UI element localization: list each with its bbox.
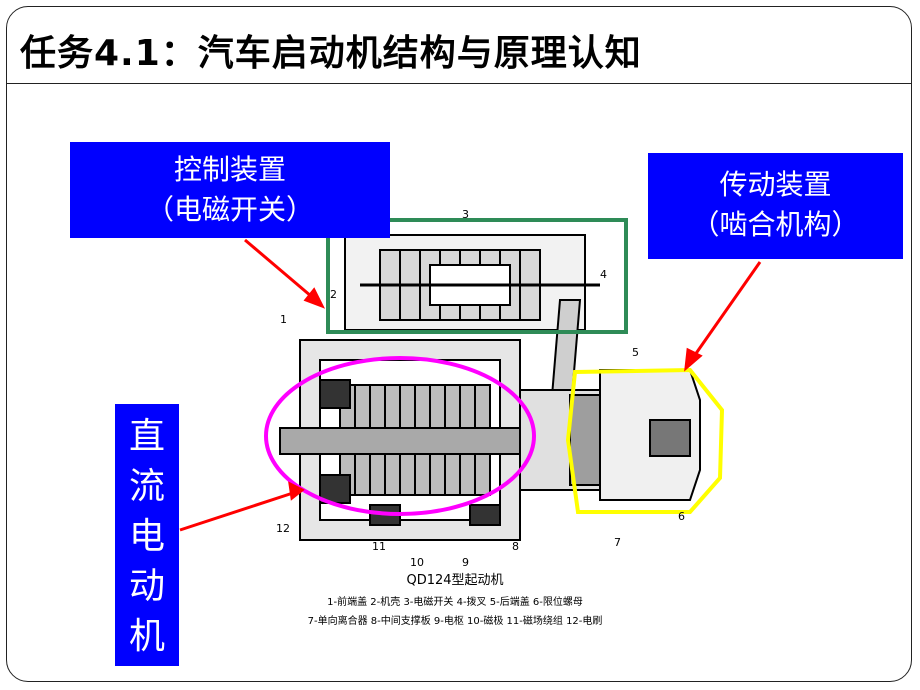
control-frame [326, 218, 628, 334]
drive-label-line2: （啮合机构） [691, 208, 860, 241]
control-label-line2: （电磁开关） [145, 193, 314, 226]
part-number: 1 [280, 313, 287, 326]
legend-line-2: 7-单向离合器 8-中间支撑板 9-电枢 10-磁极 11-磁场绕组 12-电刷 [308, 614, 603, 627]
motor-label-box: 直 流 电 动 机 [115, 404, 179, 666]
part-number: 12 [276, 522, 290, 535]
motor-ellipse [264, 356, 536, 516]
drive-outline [565, 367, 725, 514]
legend-line-1: 1-前端盖 2-机壳 3-电磁开关 4-拨叉 5-后端盖 6-限位螺母 [327, 595, 583, 608]
part-number: 5 [632, 346, 639, 359]
drive-label-box: 传动装置 （啮合机构） [648, 153, 903, 259]
motor-label-char: 动 [128, 566, 165, 607]
part-number: 6 [678, 510, 685, 523]
control-label-box: 控制装置 （电磁开关） [70, 142, 390, 238]
part-number: 3 [462, 208, 469, 221]
motor-label-char: 流 [128, 466, 165, 507]
part-number: 4 [600, 268, 607, 281]
slide-frame [6, 6, 912, 682]
part-number: 8 [512, 540, 519, 553]
motor-label-char: 电 [128, 516, 165, 557]
part-number: 9 [462, 556, 469, 569]
part-number: 11 [372, 540, 386, 553]
diagram-caption: QD124型起动机 [406, 573, 503, 588]
part-number: 2 [330, 288, 337, 301]
arrow-drive [688, 261, 762, 363]
slide-title: 任务4.1：汽车启动机结构与原理认知 [20, 33, 642, 74]
motor-label-char: 直 [128, 416, 165, 457]
motor-label-char: 机 [128, 616, 165, 657]
arrow-motor [179, 490, 297, 532]
control-label-line1: 控制装置 [173, 153, 286, 186]
drive-label-line1: 传动装置 [719, 168, 832, 201]
part-number: 10 [410, 556, 424, 569]
part-number: 7 [614, 536, 621, 549]
title-area: 任务4.1：汽车启动机结构与原理认知 [6, 6, 912, 84]
arrow-control [244, 238, 319, 304]
